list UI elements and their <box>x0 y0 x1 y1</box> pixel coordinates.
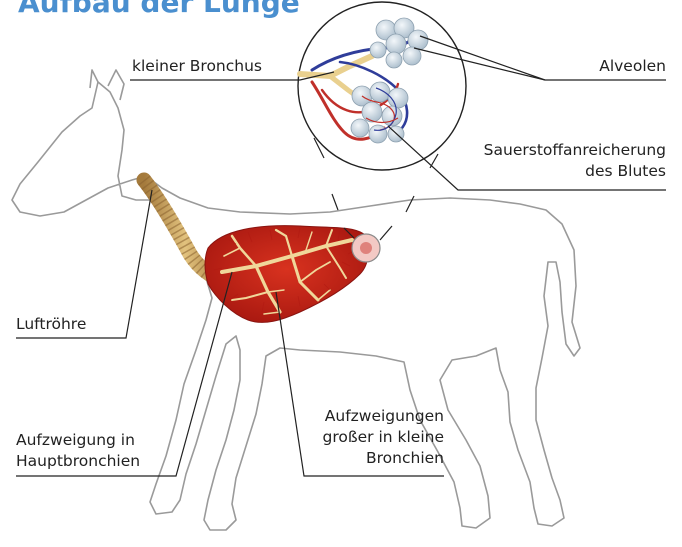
label-aufzweigungen: Aufzweigungen großer in kleine Bronchien <box>290 406 444 469</box>
label-hauptbronchien-line1: Aufzweigung in <box>16 430 140 451</box>
label-sauerstoffanreicherung-line1: Sauerstoffanreicherung <box>440 140 666 161</box>
label-kleiner-bronchus: kleiner Bronchus <box>132 56 262 77</box>
label-luftroehre: Luftröhre <box>16 314 86 335</box>
label-aufzweigungen-line1: Aufzweigungen <box>290 406 444 427</box>
page-title: Aufbau der Lunge <box>18 0 300 19</box>
label-alveolen: Alveolen <box>560 56 666 77</box>
label-aufzweigungen-line3: Bronchien <box>290 448 444 469</box>
label-hauptbronchien-line2: Hauptbronchien <box>16 451 140 472</box>
label-sauerstoffanreicherung: Sauerstoffanreicherung des Blutes <box>440 140 666 182</box>
label-aufzweigung-hauptbronchien: Aufzweigung in Hauptbronchien <box>16 430 140 472</box>
label-sauerstoffanreicherung-line2: des Blutes <box>440 161 666 182</box>
label-aufzweigungen-line2: großer in kleine <box>290 427 444 448</box>
